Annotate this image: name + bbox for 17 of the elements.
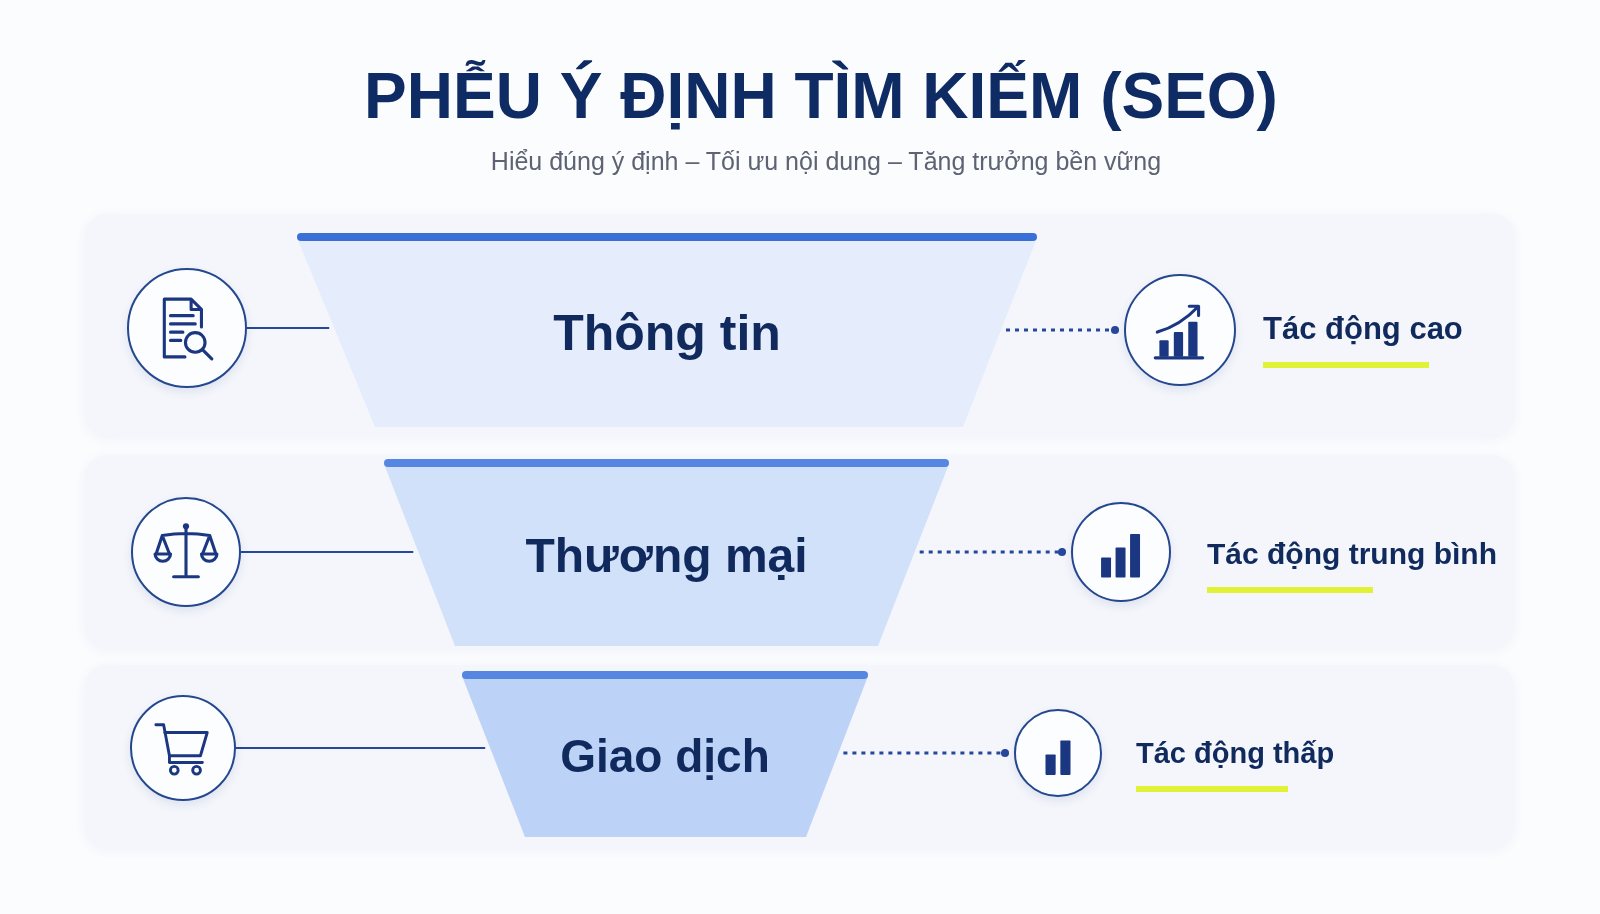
funnel-stage-label: Giao dịch [560, 729, 770, 785]
funnel-segment [384, 459, 949, 646]
funnel-stage-label: Thương mại [525, 527, 808, 584]
funnel-segment [462, 671, 868, 837]
impact-label: Tác động cao [1263, 309, 1463, 348]
connector-line [240, 551, 415, 553]
funnel-stage-label: Thông tin [553, 304, 781, 363]
dotted-connector [843, 748, 1010, 758]
connector-line [235, 747, 487, 749]
dotted-connector [919, 547, 1067, 557]
impact-label: Tác động trung bình [1207, 535, 1497, 572]
impact-label: Tác động thấp [1136, 736, 1335, 772]
dotted-connector [1006, 325, 1120, 335]
subtitle: Hiểu đúng ý định – Tối ưu nội dung – Tăng trưởng bền vững [490, 146, 1162, 177]
funnel-segment [297, 233, 1037, 427]
connector-line [246, 327, 331, 329]
diagram-title: PHỄU Ý ĐỊNH TÌM KIẾM (SEO) [364, 59, 1278, 134]
